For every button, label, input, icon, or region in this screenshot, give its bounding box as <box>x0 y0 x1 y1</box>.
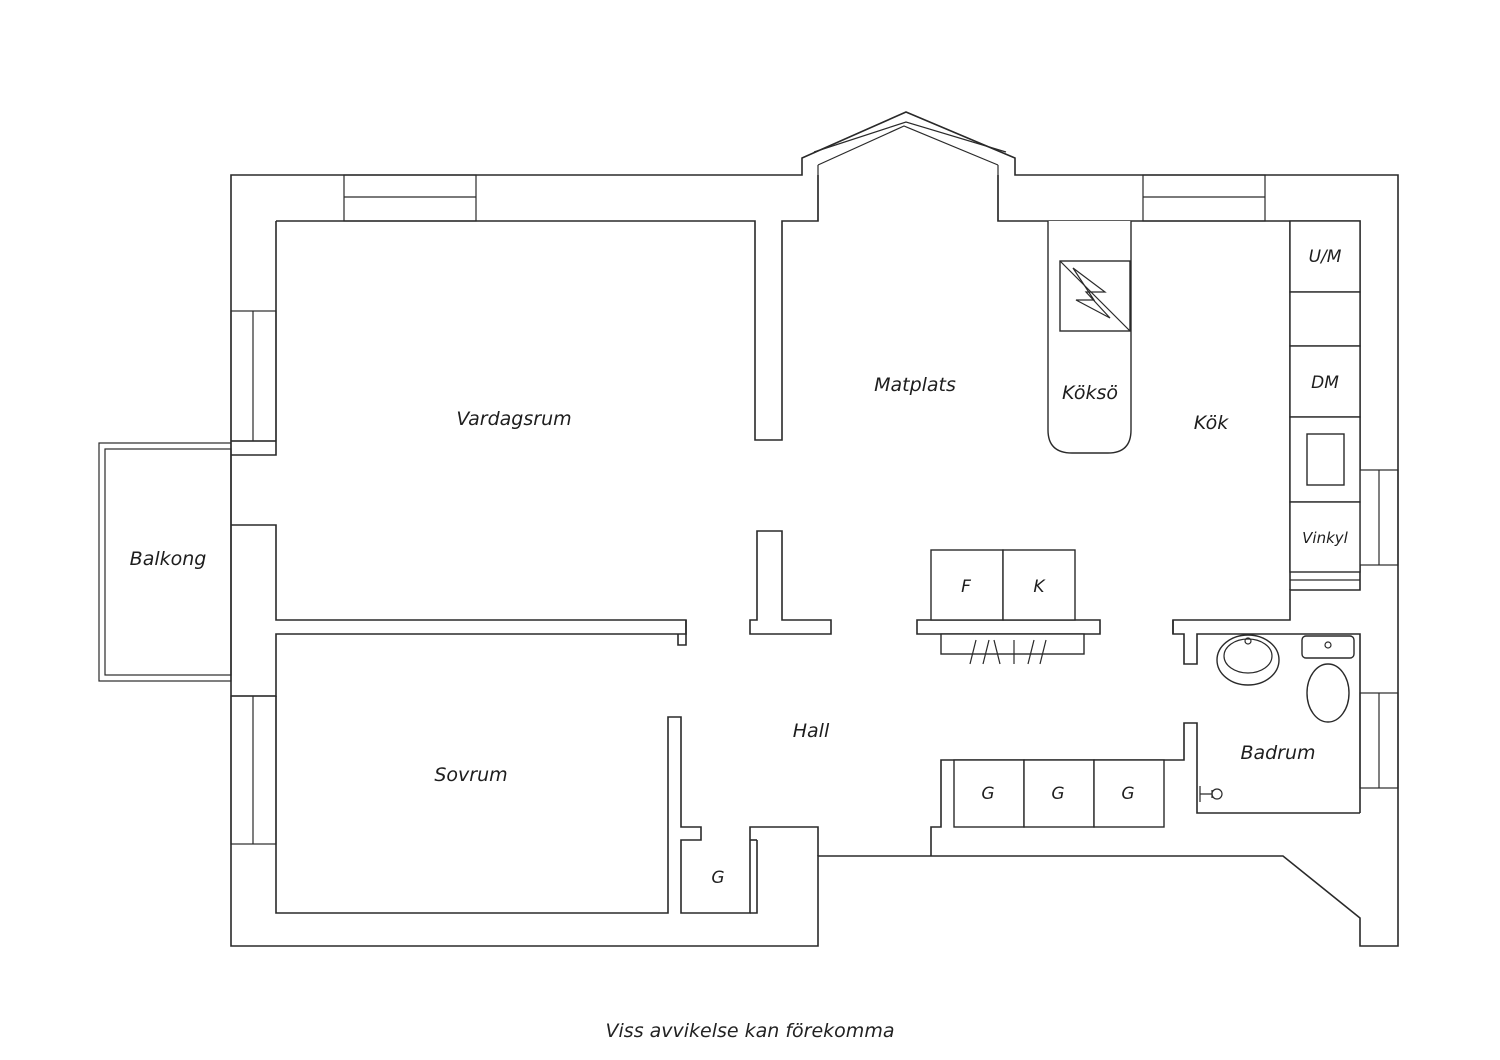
bay-window <box>801 111 1016 221</box>
fixture-label-um: U/M <box>1309 247 1342 267</box>
fixture-label-g1: G <box>981 784 994 804</box>
room-label-sovrum: Sovrum <box>434 764 507 786</box>
fixture-label-f: F <box>961 577 971 597</box>
balcony <box>98 442 232 682</box>
interior-walls <box>231 221 1361 914</box>
top-windows <box>343 174 1266 222</box>
fixture-label-dm: DM <box>1311 373 1339 393</box>
disclaimer-caption: Viss avvikelse kan förekomma <box>605 1020 895 1042</box>
fixture-label-k: K <box>1033 577 1046 597</box>
room-label-kok: Kök <box>1194 412 1229 434</box>
kitchen-island <box>1047 221 1132 454</box>
room-label-koksoe: Köksö <box>1062 382 1118 404</box>
room-label-matplats: Matplats <box>874 374 956 396</box>
room-label-vardagsrum: Vardagsrum <box>456 408 571 430</box>
fixture-label-g3: G <box>1121 784 1134 804</box>
outer-walls <box>230 111 1399 947</box>
room-label-balkong: Balkong <box>130 548 207 570</box>
hall-wardrobes <box>953 759 1165 828</box>
fixture-label-g2: G <box>1051 784 1064 804</box>
kitchen-cabinets <box>1289 220 1361 581</box>
room-label-hall: Hall <box>793 720 830 742</box>
fridge-freezer <box>930 549 1085 665</box>
bathroom-fixtures <box>1199 634 1355 802</box>
room-label-badrum: Badrum <box>1240 742 1315 764</box>
left-windows <box>230 310 277 845</box>
fixture-label-g-closet: G <box>711 868 724 888</box>
fixture-label-vinkyl: Vinkyl <box>1302 529 1348 547</box>
right-windows <box>1359 469 1399 789</box>
